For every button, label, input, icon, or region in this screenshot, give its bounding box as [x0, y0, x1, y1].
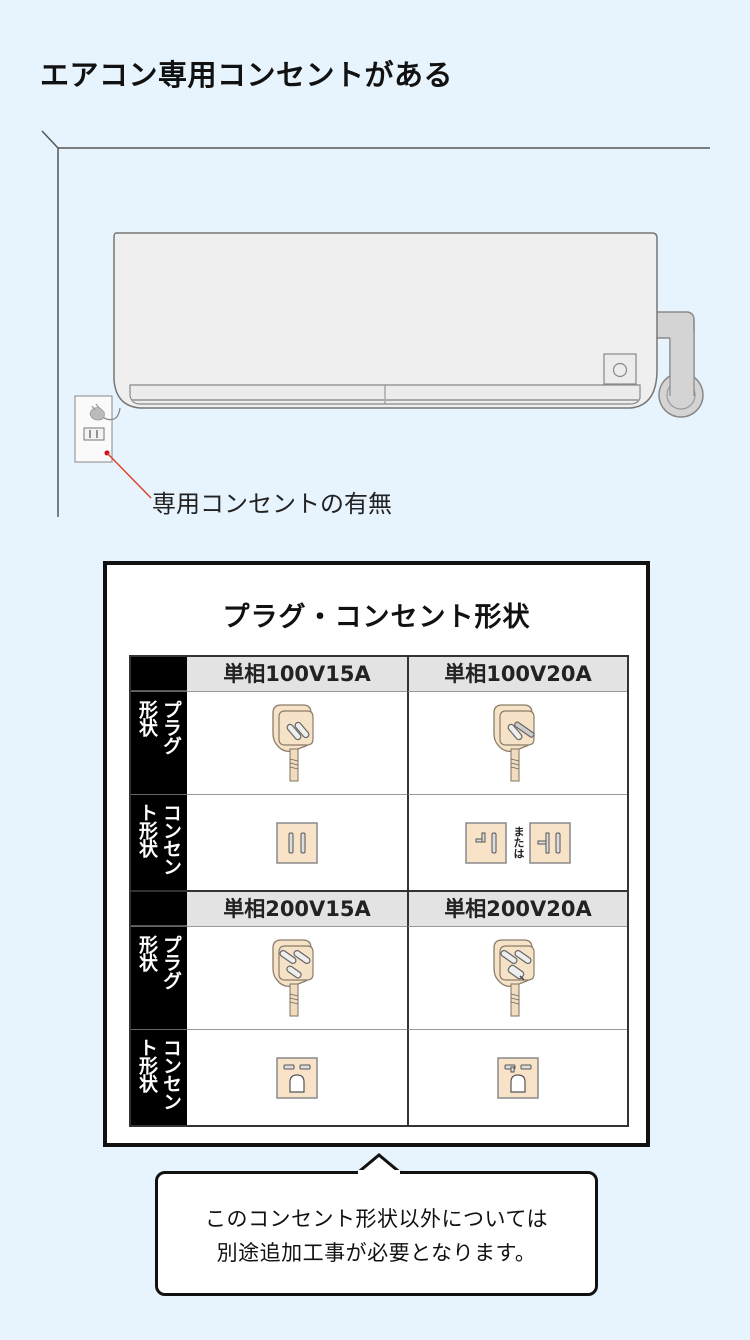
plug-cell	[187, 691, 407, 794]
outlet-cell	[407, 1029, 627, 1125]
note-line-2: 別途追加工事が必要となります。	[216, 1241, 537, 1265]
outlet-200v15a-icon	[276, 1056, 318, 1099]
spec-block-200v: 単相200V15A 単相200V20A プラグ 形状	[131, 890, 627, 1125]
callout-pointer-mask	[358, 1170, 400, 1176]
plug-outlet-panel: プラグ・コンセント形状 単相100V15A 単相100V20A プラグ 形状	[103, 561, 650, 1147]
row-label-outlet: コンセン ト形状	[131, 1029, 187, 1125]
plug-cell	[187, 926, 407, 1029]
note-line-1: このコンセント形状以外については	[205, 1207, 548, 1231]
spec-block-100v: 単相100V15A 単相100V20A プラグ 形状	[131, 657, 627, 890]
dedicated-outlet-label: 専用コンセントの有無	[152, 490, 392, 518]
outlet-cell	[187, 794, 407, 890]
page-title: エアコン専用コンセントがある	[40, 58, 454, 92]
plug-200v15a-icon	[272, 939, 314, 1017]
note-text: このコンセント形状以外については 別途追加工事が必要となります。	[158, 1202, 595, 1270]
air-conditioner-icon	[113, 232, 658, 409]
outlet-100v20a-alt-icon	[529, 821, 571, 864]
column-header: 単相200V20A	[407, 892, 627, 926]
plug-200v20a-icon	[493, 939, 535, 1017]
outlet-100v20a-icon	[465, 821, 507, 864]
note-callout: このコンセント形状以外については 別途追加工事が必要となります。	[155, 1171, 598, 1296]
plug-cell	[407, 926, 627, 1029]
outlet-100v15a-icon	[276, 821, 318, 864]
row-label-plug: プラグ 形状	[131, 691, 187, 794]
column-header: 単相100V15A	[187, 657, 407, 691]
plug-cell	[407, 691, 627, 794]
outlet-200v20a-icon	[497, 1056, 539, 1099]
or-text: または	[512, 826, 525, 859]
plug-100v20a-icon	[493, 704, 535, 782]
row-label-outlet: コンセン ト形状	[131, 794, 187, 890]
column-header: 単相100V20A	[407, 657, 627, 691]
aircon-scene-graphic	[41, 130, 710, 517]
plug-100v15a-icon	[272, 704, 314, 782]
panel-title: プラグ・コンセント形状	[222, 602, 531, 633]
outlet-cell	[187, 1029, 407, 1125]
wall-outlet-icon	[74, 395, 121, 463]
column-header: 単相200V15A	[187, 892, 407, 926]
header-corner	[131, 892, 187, 926]
pipe-icon	[654, 311, 704, 418]
outlet-cell: または	[407, 794, 627, 890]
header-corner	[131, 657, 187, 691]
row-label-plug: プラグ 形状	[131, 926, 187, 1029]
spec-table: 単相100V15A 単相100V20A プラグ 形状	[129, 655, 629, 1127]
aircon-illustration: 専用コンセントの有無	[0, 120, 750, 530]
